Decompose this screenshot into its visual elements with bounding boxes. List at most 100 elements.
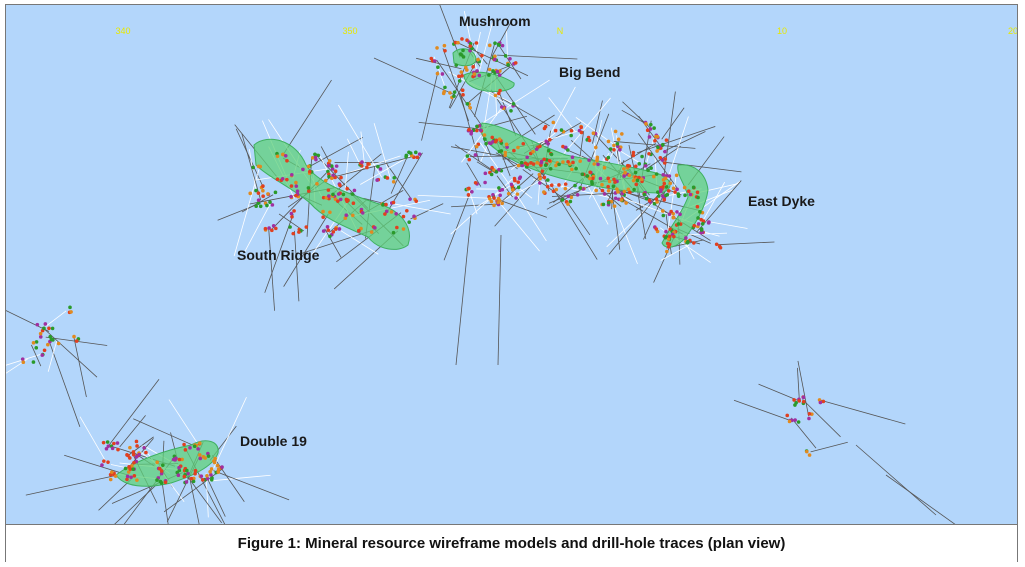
assay-point bbox=[177, 457, 182, 462]
assay-point bbox=[343, 216, 348, 220]
drill-hole-trace bbox=[548, 97, 577, 133]
deposit-label-south-ridge: South Ridge bbox=[237, 247, 320, 263]
assay-point bbox=[667, 212, 672, 217]
assay-point bbox=[101, 440, 106, 445]
assay-point bbox=[306, 189, 311, 193]
assay-point bbox=[661, 142, 665, 147]
assay-point bbox=[56, 341, 61, 346]
assay-point bbox=[483, 180, 487, 185]
assay-point bbox=[647, 135, 652, 139]
assay-point bbox=[487, 196, 492, 201]
assay-point bbox=[316, 153, 321, 158]
assay-point bbox=[644, 196, 649, 201]
assay-point bbox=[369, 230, 374, 234]
assay-point bbox=[634, 182, 639, 187]
assay-point bbox=[275, 177, 280, 182]
assay-point bbox=[176, 473, 181, 478]
assay-point bbox=[254, 204, 258, 209]
assay-point bbox=[509, 108, 513, 113]
drill-hole-trace bbox=[495, 198, 548, 218]
assay-point bbox=[261, 184, 265, 188]
assay-point bbox=[474, 128, 479, 133]
assay-point bbox=[588, 170, 592, 175]
assay-point bbox=[503, 153, 508, 158]
assay-point bbox=[793, 403, 797, 407]
assay-point bbox=[538, 176, 542, 181]
assay-point bbox=[549, 183, 554, 188]
assay-point bbox=[395, 225, 399, 230]
assay-point bbox=[477, 73, 482, 78]
assay-point bbox=[346, 198, 350, 202]
assay-point bbox=[600, 182, 604, 187]
assay-point bbox=[34, 340, 39, 344]
assay-point bbox=[266, 192, 270, 196]
assay-point bbox=[483, 171, 488, 176]
assay-point bbox=[606, 188, 611, 193]
assay-point bbox=[612, 148, 616, 152]
assay-point bbox=[314, 157, 318, 162]
assay-point bbox=[123, 466, 128, 471]
assay-point bbox=[510, 188, 515, 192]
drill-hole-trace bbox=[699, 219, 748, 229]
assay-point bbox=[43, 322, 48, 326]
drill-hole-trace bbox=[797, 367, 800, 403]
assay-point bbox=[480, 53, 484, 58]
assay-point bbox=[270, 228, 274, 233]
assay-point bbox=[415, 155, 420, 160]
wireframe-double-19 bbox=[115, 440, 219, 487]
assay-point bbox=[106, 444, 111, 448]
assay-point bbox=[158, 479, 163, 484]
assay-point bbox=[633, 164, 638, 169]
assay-point bbox=[675, 210, 679, 214]
assay-point bbox=[632, 187, 636, 192]
assay-point bbox=[607, 179, 612, 184]
assay-point bbox=[289, 194, 293, 199]
assay-point bbox=[474, 41, 479, 45]
drill-hole-trace bbox=[31, 344, 42, 367]
assay-point bbox=[608, 147, 613, 151]
plan-view-map[interactable]: 340 350 N 10 20 Mushroom Big Bend South … bbox=[6, 5, 1017, 524]
assay-point bbox=[591, 131, 596, 135]
assay-point bbox=[546, 141, 550, 146]
assay-point bbox=[467, 127, 471, 132]
assay-point bbox=[198, 456, 203, 461]
assay-point bbox=[543, 163, 548, 168]
assay-point bbox=[801, 395, 806, 400]
assay-point bbox=[72, 334, 76, 339]
assay-point bbox=[49, 337, 54, 342]
assay-point bbox=[200, 478, 205, 482]
assay-point bbox=[612, 143, 616, 148]
assay-point bbox=[601, 202, 606, 207]
assay-point bbox=[497, 91, 501, 96]
drill-hole-trace bbox=[443, 191, 472, 261]
drill-hole-trace bbox=[207, 474, 271, 482]
drill-hole-trace bbox=[477, 22, 493, 76]
assay-point bbox=[373, 225, 377, 230]
assay-point bbox=[134, 455, 139, 459]
drill-hole-trace bbox=[512, 188, 547, 242]
drill-hole-trace bbox=[497, 54, 578, 60]
assay-point bbox=[511, 102, 516, 106]
assay-point bbox=[695, 190, 700, 195]
assay-point bbox=[440, 72, 445, 76]
assay-point bbox=[657, 194, 661, 198]
drill-hole-trace bbox=[461, 107, 503, 163]
assay-point bbox=[496, 42, 501, 47]
assay-point bbox=[215, 463, 220, 468]
assay-point bbox=[531, 149, 535, 154]
assay-point bbox=[659, 188, 663, 192]
assay-point bbox=[493, 93, 498, 98]
assay-point bbox=[548, 166, 553, 171]
assay-point bbox=[336, 199, 340, 203]
drill-hole-trace bbox=[433, 56, 447, 90]
assay-point bbox=[344, 213, 349, 217]
assay-point bbox=[313, 152, 317, 157]
assay-point bbox=[685, 240, 690, 245]
assay-point bbox=[662, 198, 667, 202]
drill-hole-trace bbox=[6, 358, 28, 374]
assay-point bbox=[497, 73, 502, 77]
assay-point bbox=[413, 150, 418, 155]
assay-point bbox=[683, 193, 687, 198]
assay-point bbox=[310, 156, 315, 160]
assay-point bbox=[509, 182, 514, 187]
